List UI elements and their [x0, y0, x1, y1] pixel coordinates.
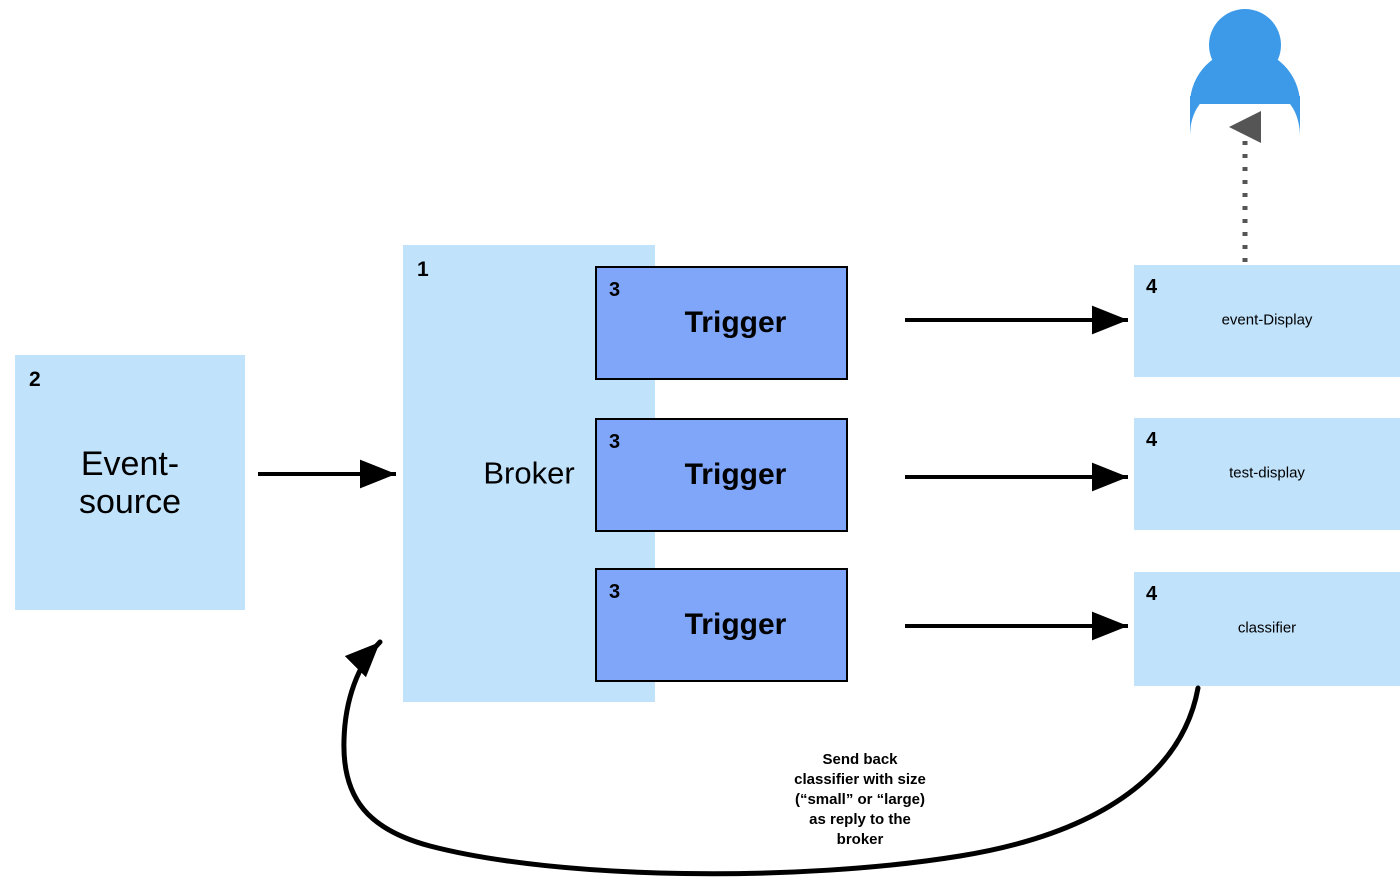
trigger-1-step-number: 3 [609, 279, 621, 301]
event-display-label: event-Display [1221, 311, 1313, 329]
test-display-label: test-display [1229, 464, 1305, 482]
person-icon [1190, 9, 1300, 137]
trigger-3-step-number: 3 [609, 581, 621, 603]
event-source-step-number: 2 [29, 368, 41, 391]
broker-label: Broker [483, 455, 575, 491]
node-trigger-1[interactable]: 3 Trigger [595, 266, 848, 380]
classifier-step-number: 4 [1146, 583, 1158, 605]
node-event-display[interactable]: 4 event-Display [1134, 265, 1400, 377]
edge-classifier-back-to-broker[interactable] [341, 639, 1201, 877]
trigger-1-label: Trigger [684, 306, 787, 340]
node-trigger-2[interactable]: 3 Trigger [595, 418, 848, 532]
node-event-source[interactable]: 2 Event- source [15, 355, 245, 610]
broker-step-number: 1 [417, 258, 429, 281]
test-display-step-number: 4 [1146, 429, 1158, 451]
event-source-label: Event- source [78, 444, 182, 521]
node-classifier[interactable]: 4 classifier [1134, 572, 1400, 686]
return-path-caption: Send back classifier with size (“small” … [794, 751, 926, 848]
node-trigger-3[interactable]: 3 Trigger [595, 568, 848, 682]
event-display-step-number: 4 [1146, 276, 1158, 298]
trigger-3-label: Trigger [684, 608, 787, 642]
trigger-2-label: Trigger [684, 458, 787, 492]
trigger-2-step-number: 3 [609, 431, 621, 453]
node-test-display[interactable]: 4 test-display [1134, 418, 1400, 530]
classifier-label: classifier [1237, 619, 1297, 637]
